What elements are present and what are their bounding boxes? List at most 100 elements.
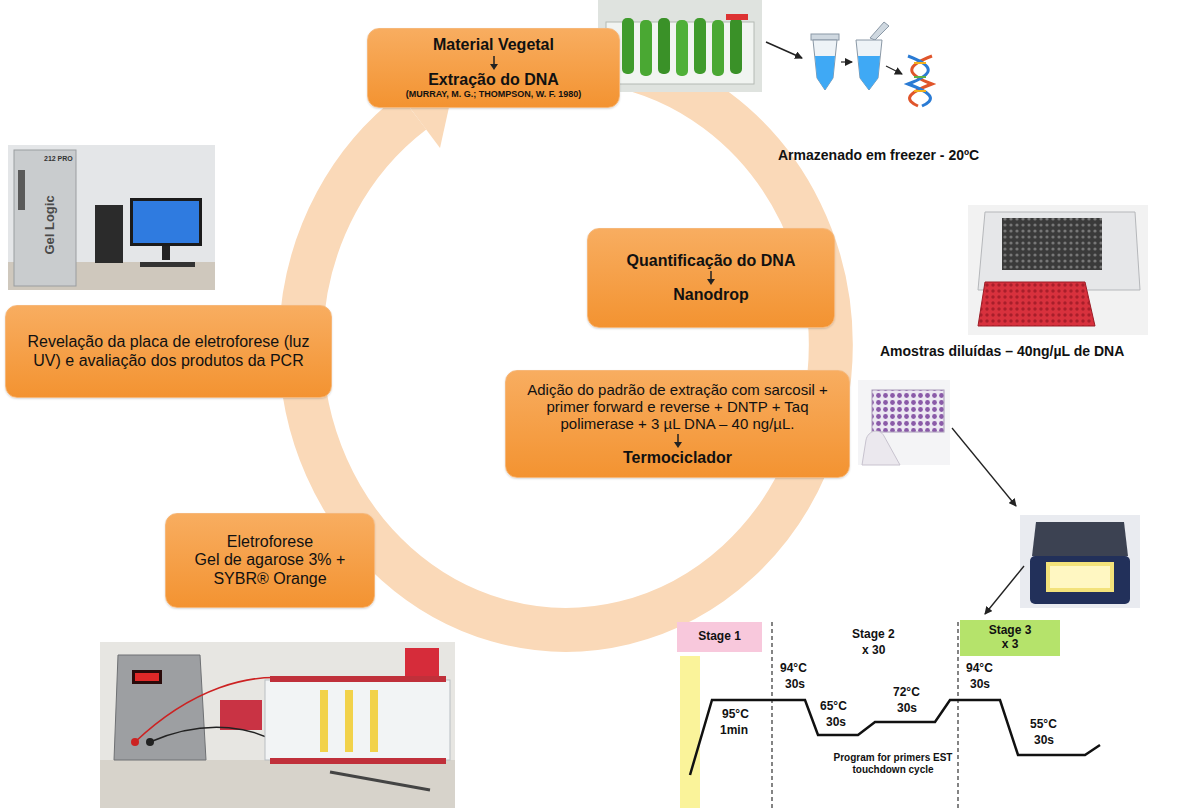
step-arrow — [488, 56, 500, 70]
green-tube — [730, 18, 742, 74]
device-body — [978, 212, 1140, 290]
cycler-body — [1030, 556, 1130, 604]
photo-ground — [1020, 515, 1140, 608]
gloved-hand — [862, 431, 900, 465]
tube-liquid — [858, 56, 880, 90]
process-box: Material VegetalExtração do DNA(MURRAY, … — [367, 28, 620, 108]
pcr-plate — [872, 390, 944, 432]
label-holder: Stage 2 — [852, 628, 895, 642]
label-holder: 30s — [897, 702, 917, 716]
tank-rail — [270, 758, 446, 764]
device-marking: 212 PRO — [44, 155, 73, 163]
program-label: 95°C — [722, 708, 749, 722]
arrow-head — [674, 442, 682, 448]
process-box: Revelação da placa de eletroforese (luz … — [5, 305, 332, 398]
caption-note: Armazenado em freezer - 20ºC — [778, 147, 979, 163]
sample-plate — [978, 282, 1095, 326]
box-title: Stage 1 — [685, 630, 754, 644]
green-tube — [658, 18, 670, 74]
stage-band — [680, 656, 700, 808]
program-label: 30s — [897, 702, 917, 716]
supply-display — [132, 670, 162, 684]
program-label: Stage 2 — [852, 628, 895, 642]
box-title: Eletroforese — [174, 533, 366, 551]
photo-ground — [858, 380, 950, 465]
arrow-shaft — [493, 56, 495, 65]
box-title: Material Vegetal — [376, 36, 611, 54]
photo-ground — [100, 642, 455, 808]
text-group: Adição do padrão de extração com sarcosi… — [514, 381, 841, 467]
pipette — [330, 772, 430, 790]
program-label: 72°C — [893, 686, 920, 700]
box-title: Adição do padrão de extração com sarcosi… — [514, 381, 841, 433]
device-marking: Gel Logic — [43, 195, 58, 254]
box-title: Stage 3 — [968, 624, 1052, 638]
program-label: 30s — [1034, 734, 1054, 748]
text-group: EletroforeseGel de agarose 3% + SYBR® Or… — [174, 533, 366, 588]
plant-tubes-photo — [598, 0, 762, 92]
green-tube — [676, 20, 688, 76]
helix-strand — [908, 56, 930, 106]
label-holder: 30s — [785, 678, 805, 692]
program-label: x 30 — [862, 644, 885, 658]
flow-arrow — [886, 66, 902, 74]
microtube — [811, 34, 839, 90]
process-box: Adição do padrão de extração com sarcosi… — [505, 370, 850, 478]
process-box: Quantificação do DNANanodrop — [587, 228, 835, 328]
sample-rack — [220, 700, 262, 730]
screen-panel — [1050, 566, 1110, 588]
stage-divider — [771, 622, 772, 808]
gel-tank — [265, 680, 450, 760]
green-tube — [640, 20, 652, 76]
beaker — [405, 648, 439, 676]
cycle-ring — [301, 64, 831, 630]
power-supply — [114, 655, 206, 760]
tube-body — [856, 40, 882, 90]
program-label: 55°C — [1030, 718, 1057, 732]
thermocycler-photo — [1020, 515, 1140, 608]
program-label: 1min — [720, 724, 748, 738]
label-holder: 30s — [826, 716, 846, 730]
microtube-open — [856, 22, 889, 90]
label-holder: x 30 — [862, 644, 885, 658]
label-holder: 55°C — [1030, 718, 1057, 732]
imager-photo — [8, 145, 215, 290]
tube-liquid — [815, 56, 835, 90]
label-holder: 212 PRO — [44, 155, 73, 163]
base-pair — [914, 90, 926, 92]
base-pair — [914, 62, 926, 64]
stage-divider — [957, 622, 958, 808]
box-text: x 3 — [968, 638, 1052, 652]
base-pair — [914, 76, 926, 78]
box-title: Revelação da placa de eletroforese (luz … — [14, 333, 323, 370]
label-holder: 65°C — [820, 700, 847, 714]
monitor — [130, 198, 202, 246]
step-arrow — [672, 434, 684, 448]
imager-body — [14, 150, 76, 286]
arrow-head — [707, 279, 715, 285]
label-holder: Gel Logic — [43, 195, 58, 254]
box-text: Gel de agarose 3% + SYBR® Orange — [174, 551, 366, 588]
box-text: (MURRAY, M. G.; THOMPSON, W. F. 1980) — [376, 89, 611, 99]
label-holder: Armazenado em freezer - 20ºC — [778, 147, 979, 163]
tank-rail — [270, 676, 446, 682]
box-title: Quantificação do DNA — [596, 252, 826, 270]
sample-grid — [1002, 218, 1102, 270]
text-group: Material VegetalExtração do DNA(MURRAY, … — [376, 36, 611, 99]
label-holder: 72°C — [893, 686, 920, 700]
stage-header: Stage 1 — [677, 622, 762, 652]
label-holder: 30s — [1034, 734, 1054, 748]
flow-arrow — [985, 566, 1024, 614]
imager-strip — [18, 170, 25, 210]
gel-lane — [320, 690, 328, 752]
green-tube — [712, 20, 724, 76]
green-tube — [694, 18, 706, 74]
process-box: EletroforeseGel de agarose 3% + SYBR® Or… — [165, 513, 375, 608]
box-text: Termociclador — [514, 449, 841, 467]
dna-helix — [908, 56, 932, 106]
tube-lid — [870, 22, 889, 40]
step-arrow — [705, 271, 717, 285]
cycler-screen — [1046, 562, 1114, 592]
tube-cap — [811, 34, 839, 40]
monitor-stand — [162, 246, 170, 260]
